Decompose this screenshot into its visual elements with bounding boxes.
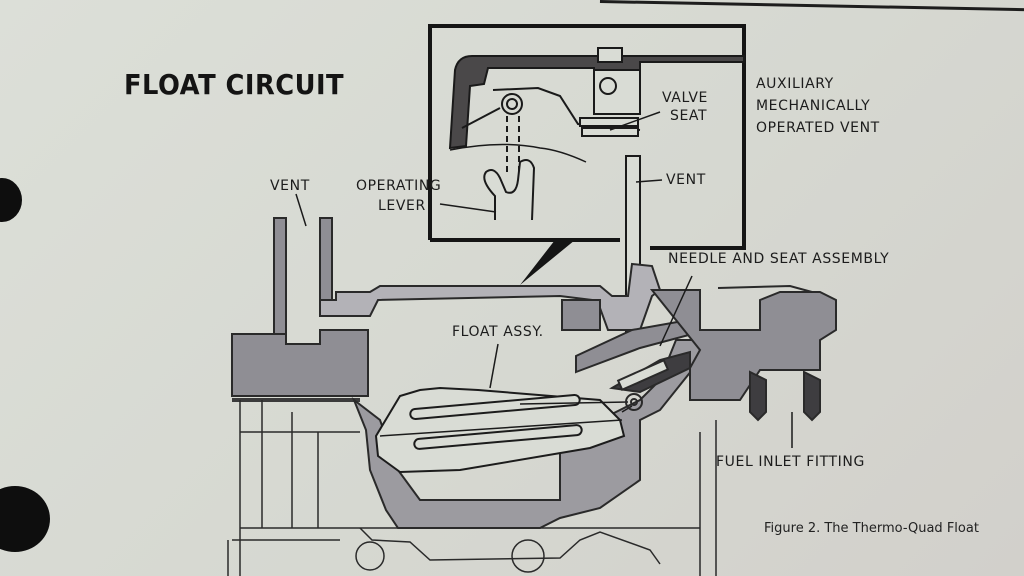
binder-hole-top: [0, 178, 22, 222]
inset-vent-cover: [448, 47, 745, 333]
leader-float-assy: [489, 343, 499, 389]
needle-and-seat-assembly: [575, 284, 837, 576]
label-aux-vent-1: AUXILIARY: [756, 76, 834, 92]
leader-valve-seat: [609, 111, 661, 131]
label-operating-lever-1: OPERATING: [356, 178, 442, 194]
label-aux-vent-3: OPERATED VENT: [756, 120, 880, 136]
leader-operating-lever: [439, 203, 497, 213]
inset-pointer: [520, 240, 575, 285]
label-operating-lever-2: LEVER: [378, 198, 426, 214]
figure-caption: Figure 2. The Thermo-Quad Float: [764, 521, 979, 536]
label-valve-seat-2: SEAT: [670, 108, 708, 124]
left-vent-tubes: [231, 217, 369, 402]
label-vent-left: VENT: [270, 178, 310, 194]
label-valve-seat-1: VALVE: [662, 90, 708, 106]
float-assembly: [374, 386, 633, 474]
inset-detail-box: [428, 24, 746, 285]
label-aux-vent-2: MECHANICALLY: [756, 98, 871, 114]
label-vent-inset: VENT: [666, 172, 706, 188]
leader-needle-seat: [659, 275, 693, 347]
leader-vent-inset: [635, 179, 663, 183]
leader-vent-left: [295, 193, 307, 227]
label-fuel-inlet: FUEL INLET FITTING: [716, 454, 865, 470]
page-title: FLOAT CIRCUIT: [124, 68, 345, 101]
label-float-assy: FLOAT ASSY.: [452, 324, 544, 340]
label-needle-seat: NEEDLE AND SEAT ASSEMBLY: [668, 251, 890, 267]
